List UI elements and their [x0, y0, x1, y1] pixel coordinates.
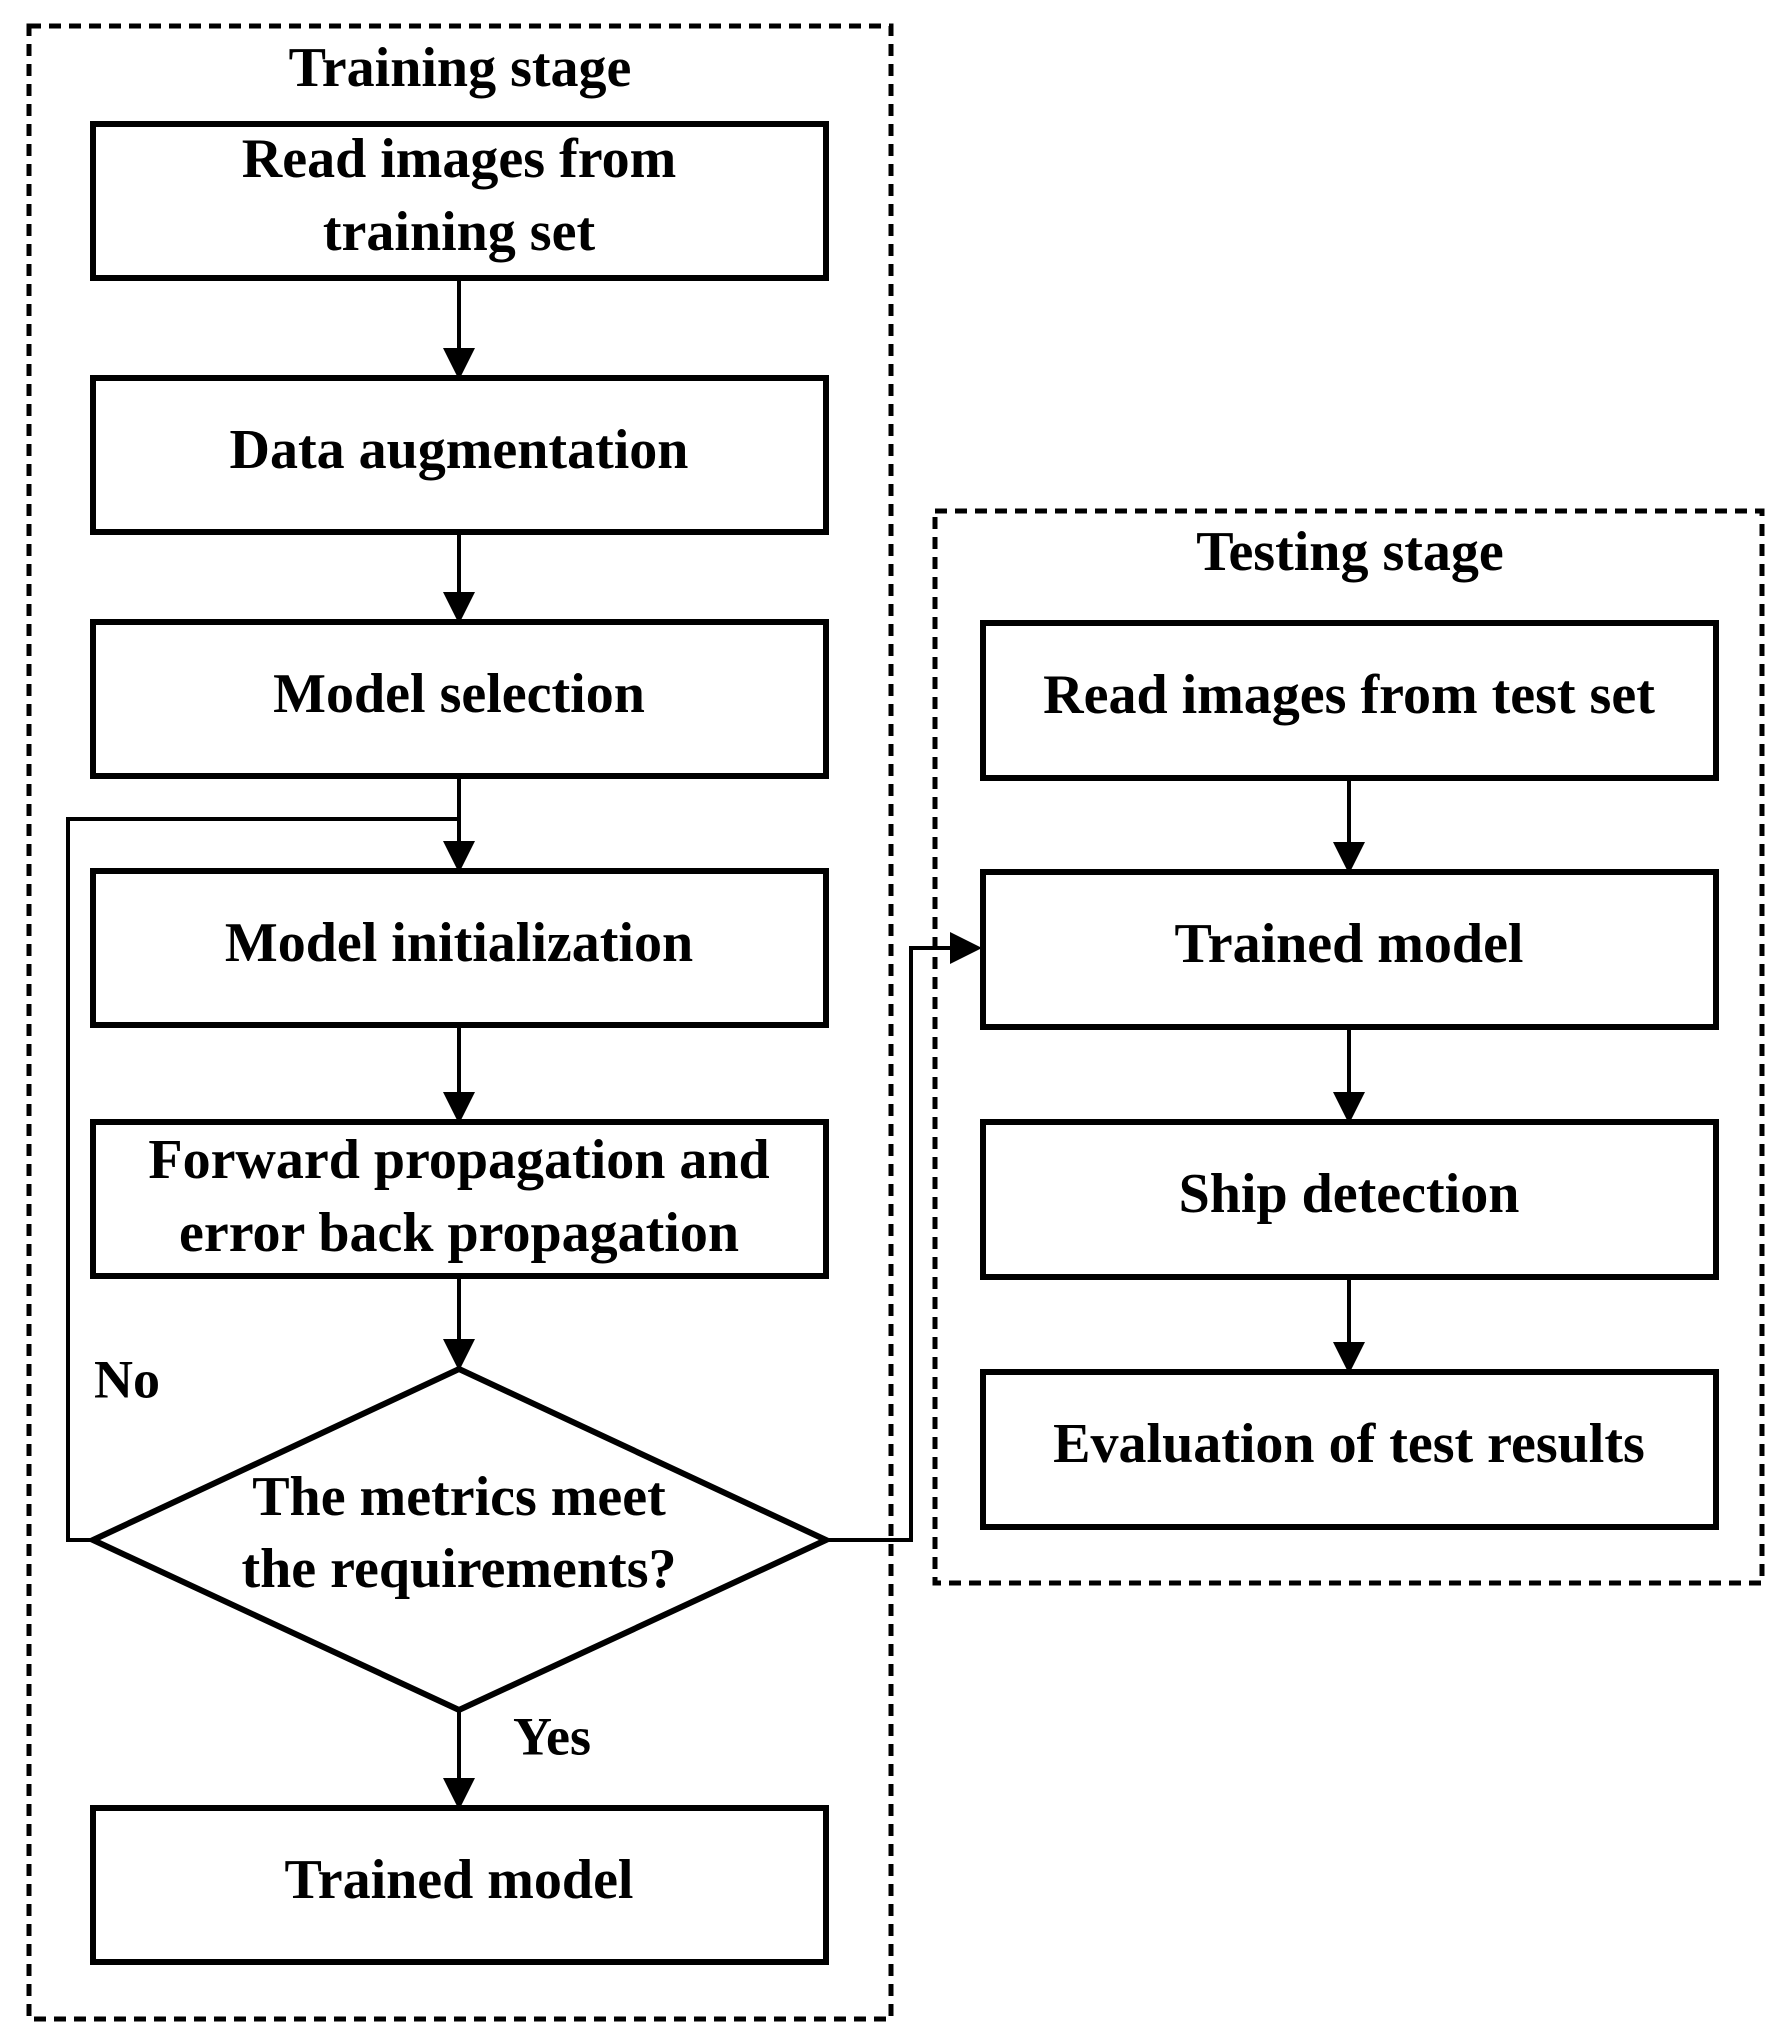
training-step-model-initialization: Model initialization — [90, 868, 829, 1028]
svg-text:error back propagation: error back propagation — [179, 1202, 739, 1264]
svg-text:the requirements?: the requirements? — [242, 1538, 677, 1600]
training-step-model-selection: Model selection — [90, 619, 829, 779]
training-stage-frame — [26, 23, 894, 2022]
testing-step-trained-model: Trained model — [980, 869, 1719, 1030]
yes-label: Yes — [513, 1706, 591, 1766]
svg-text:Forward propagation and: Forward propagation and — [148, 1129, 769, 1191]
training-output-trained-model: Trained model — [90, 1805, 829, 1965]
svg-text:Trained model: Trained model — [1175, 913, 1524, 975]
svg-text:Model initialization: Model initialization — [225, 912, 693, 974]
testing-step-evaluation: Evaluation of test results — [980, 1369, 1719, 1530]
loop-no-back-to-initialization — [66, 817, 459, 1542]
testing-stage-title: Testing stage — [1196, 521, 1504, 583]
svg-text:training set: training set — [323, 201, 596, 263]
svg-text:Model selection: Model selection — [273, 663, 645, 725]
training-stage-title: Training stage — [289, 37, 632, 99]
svg-text:Ship detection: Ship detection — [1179, 1163, 1520, 1225]
training-step-data-augmentation: Data augmentation — [90, 375, 829, 535]
svg-text:Read images from: Read images from — [242, 128, 676, 190]
decision-metrics-meet-requirements: The metrics meet the requirements? — [85, 1365, 834, 1714]
svg-text:Read images from test set: Read images from test set — [1043, 664, 1655, 726]
svg-text:Evaluation of test results: Evaluation of test results — [1053, 1413, 1645, 1475]
testing-step-ship-detection: Ship detection — [980, 1119, 1719, 1280]
testing-stage-frame — [932, 508, 1765, 1586]
training-step-forward-backprop: Forward propagation and error back propa… — [90, 1119, 829, 1279]
svg-text:Trained model: Trained model — [285, 1849, 634, 1911]
training-step-read-images: Read images from training set — [90, 121, 829, 281]
no-label: No — [94, 1349, 160, 1409]
arrow-decision-to-testing-trained-model — [826, 932, 982, 1542]
svg-text:The metrics meet: The metrics meet — [252, 1466, 666, 1528]
testing-step-read-images: Read images from test set — [980, 620, 1719, 781]
svg-text:Data augmentation: Data augmentation — [230, 419, 689, 481]
